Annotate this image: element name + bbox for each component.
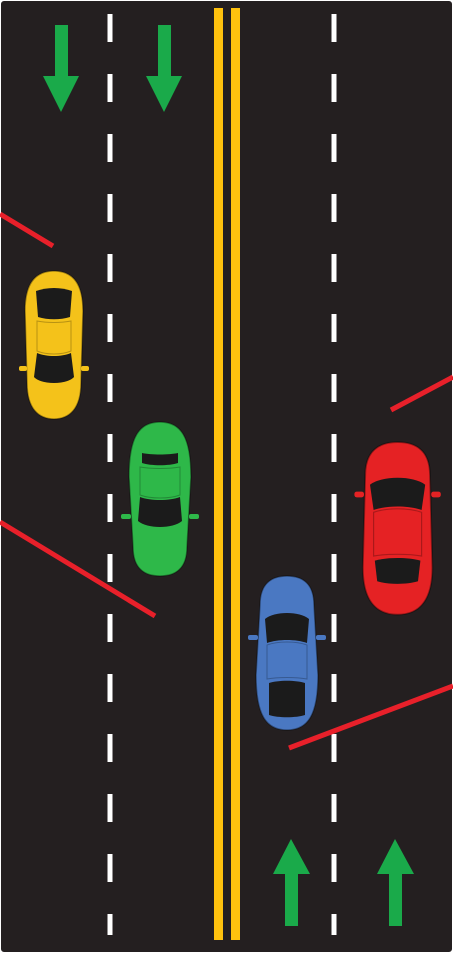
green-car: [121, 422, 199, 576]
blue-car: [248, 576, 326, 730]
lane-dash: [108, 674, 113, 702]
lane-dash: [332, 134, 337, 162]
lane-dash: [332, 794, 337, 822]
lane-dash: [332, 434, 337, 462]
lane-dash: [108, 254, 113, 282]
lane-dash: [108, 374, 113, 402]
lane-dash: [332, 674, 337, 702]
lane-dash: [108, 14, 113, 42]
lane-dash: [332, 74, 337, 102]
lane-dash: [108, 794, 113, 822]
lane-dash: [332, 314, 337, 342]
lane-dash: [108, 494, 113, 522]
lane-dash: [108, 134, 113, 162]
center-line-left: [214, 8, 223, 940]
lane-dash: [332, 254, 337, 282]
lane-dash: [332, 494, 337, 522]
lane-dash: [108, 854, 113, 882]
lane-dash: [332, 374, 337, 402]
lane-dash: [108, 914, 113, 935]
lane-dash: [108, 554, 113, 582]
yellow-car: [19, 271, 89, 419]
lane-dash: [332, 914, 337, 935]
lane-dash: [108, 314, 113, 342]
lane-dash: [332, 614, 337, 642]
center-line-right: [231, 8, 240, 940]
lane-dash: [108, 74, 113, 102]
lane-dash: [332, 194, 337, 222]
red-car: [354, 442, 440, 615]
lane-dash: [332, 554, 337, 582]
lane-dash: [332, 854, 337, 882]
lane-dash: [332, 14, 337, 42]
lane-dash: [332, 734, 337, 762]
lane-dash: [108, 614, 113, 642]
lane-dash: [108, 734, 113, 762]
lane-dash: [108, 194, 113, 222]
lane-dash: [108, 434, 113, 462]
